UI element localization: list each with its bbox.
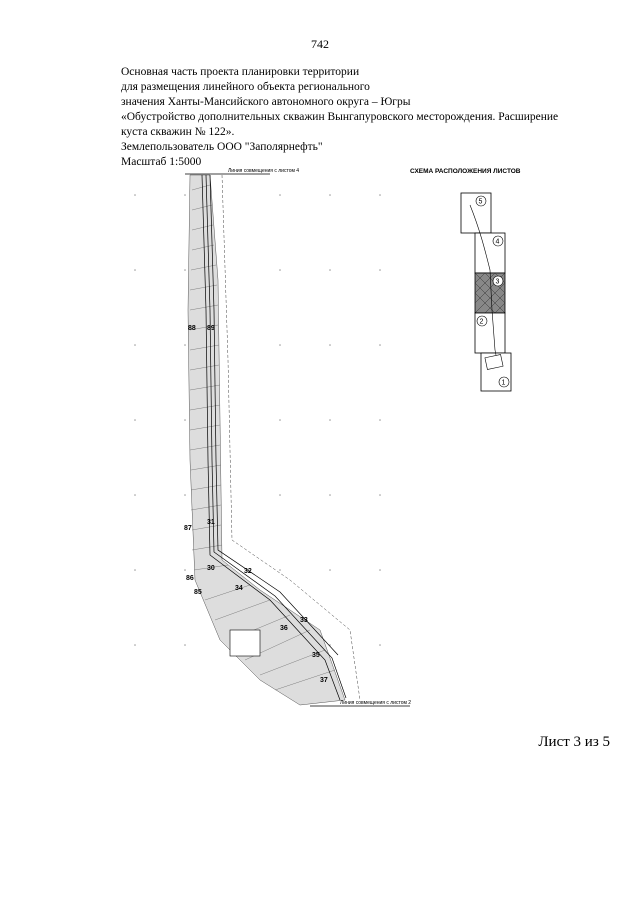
- map-point-label: 88: [188, 325, 196, 332]
- header-line: для размещения линейного объекта региона…: [121, 81, 370, 93]
- map-point-label: 86: [186, 575, 194, 582]
- scheme-sheet-number: 3: [496, 279, 500, 286]
- header-line: Основная часть проекта планировки террит…: [121, 66, 360, 78]
- header-line: Масштаб 1:5000: [121, 156, 202, 168]
- planning-map: Линия совмещения с листом 4 88 89: [110, 160, 440, 720]
- scheme-sheet-number: 2: [480, 319, 484, 326]
- map-point-label: 37: [320, 677, 328, 684]
- map-drawing: Линия совмещения с листом 4 88 89: [134, 168, 411, 707]
- pipeline-lines: [201, 174, 347, 701]
- top-combination-label: Линия совмещения с листом 4: [228, 168, 299, 174]
- header-line: Землепользователь ООО "Заполярнефть": [121, 141, 323, 153]
- map-point-label: 34: [235, 585, 243, 592]
- bottom-combination-label: Линия совмещения с листом 2: [340, 700, 411, 706]
- map-point-label: 36: [280, 625, 288, 632]
- map-point-label: 33: [300, 617, 308, 624]
- sheet-layout-scheme: СХЕМА РАСПОЛОЖЕНИЯ ЛИСТОВ 5 4 3 2 1: [400, 160, 570, 400]
- header-line: «Обустройство дополнительных скважин Вын…: [121, 111, 559, 123]
- page-number: 742: [311, 37, 329, 51]
- scheme-title: СХЕМА РАСПОЛОЖЕНИЯ ЛИСТОВ: [410, 168, 521, 175]
- scheme-sheet-number: 1: [502, 380, 506, 387]
- map-point-label: 30: [207, 565, 215, 572]
- terrain-strip: [187, 174, 346, 706]
- map-point-label: 35: [312, 652, 320, 659]
- scheme-sheet-frame: [460, 192, 492, 234]
- scheme-route-line: [469, 204, 499, 366]
- map-point-label: 85: [194, 589, 202, 596]
- header-line: куста скважин № 122».: [121, 126, 235, 138]
- map-point-label: 89: [207, 325, 215, 332]
- site-building: [229, 629, 261, 657]
- sheet-counter: Лист 3 из 5: [538, 734, 610, 750]
- scheme-site-pad: [484, 354, 504, 370]
- map-grid: [134, 194, 381, 646]
- boundary-line: [221, 174, 361, 701]
- scheme-sheet-number: 4: [496, 239, 500, 246]
- scheme-sheet-number: 5: [479, 199, 483, 206]
- map-point-label: 32: [244, 568, 252, 575]
- map-point-label: 87: [184, 525, 192, 532]
- map-point-label: 31: [207, 519, 215, 526]
- header-line: значения Ханты-Мансийского автономного о…: [121, 96, 411, 108]
- document-header: Основная часть проекта планировки террит…: [121, 65, 601, 170]
- scheme-drawing: СХЕМА РАСПОЛОЖЕНИЯ ЛИСТОВ 5 4 3 2 1: [410, 168, 521, 392]
